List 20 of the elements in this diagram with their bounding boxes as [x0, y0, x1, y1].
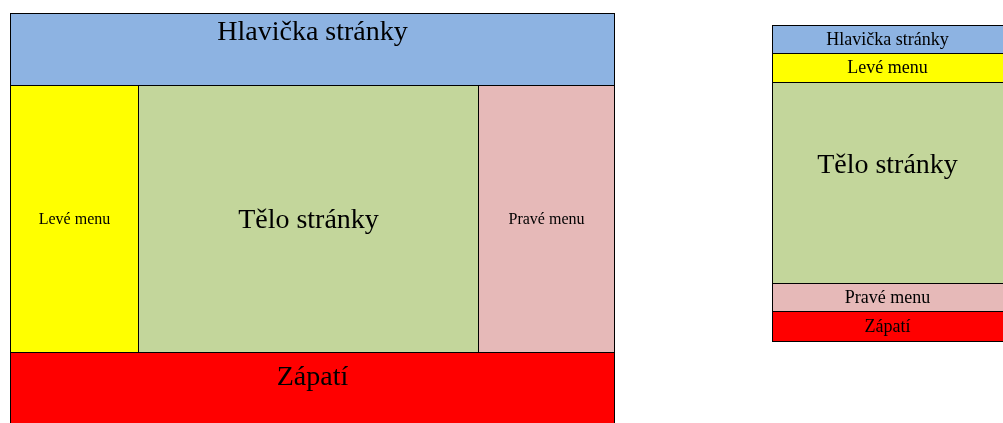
header-region [772, 25, 1003, 54]
left-menu-region [10, 85, 139, 353]
footer-region [10, 352, 615, 423]
header-region [10, 13, 615, 86]
footer-region [772, 311, 1003, 342]
right-menu-region [478, 85, 615, 353]
region-label: Pravé menu [844, 287, 931, 308]
region-label: Levé menu [38, 210, 111, 228]
right-menu-region [772, 283, 1003, 312]
region-label: Pravé menu [508, 210, 585, 228]
region-label: Zápatí [276, 361, 349, 392]
left-menu-region [772, 53, 1003, 83]
region-label: Hlavička stránky [826, 29, 949, 50]
region-label: Levé menu [847, 58, 928, 78]
region-label: Tělo stránky [817, 149, 958, 180]
body-region [138, 85, 479, 353]
body-region [772, 82, 1003, 284]
region-label: Zápatí [864, 316, 911, 337]
region-label: Hlavička stránky [217, 16, 408, 47]
region-label: Tělo stránky [238, 203, 379, 235]
